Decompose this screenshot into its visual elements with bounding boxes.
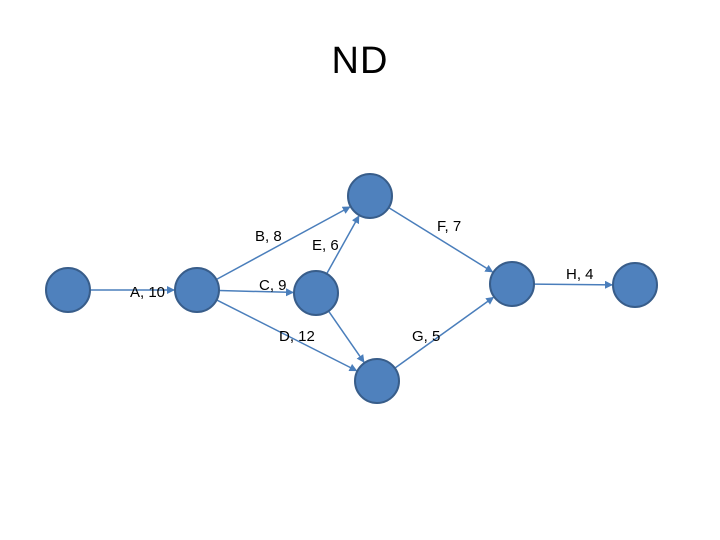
edge-f [388, 206, 494, 273]
diagram-title: ND [331, 40, 389, 82]
activity-label-a: A, 10 [130, 284, 165, 301]
edge-g [394, 296, 495, 369]
activity-label-e: E, 6 [312, 237, 339, 254]
node-n7 [612, 262, 658, 308]
edge-c [218, 288, 295, 297]
edge-d [216, 299, 358, 372]
node-n3 [347, 173, 393, 219]
edge-h [533, 280, 614, 289]
activity-label-f: F, 7 [437, 218, 461, 235]
nodes-group [45, 173, 658, 404]
node-n5 [354, 358, 400, 404]
edge-e [326, 215, 360, 275]
activity-label-b: B, 8 [255, 228, 282, 245]
node-n1 [45, 267, 91, 313]
activity-label-h: H, 4 [566, 266, 594, 283]
node-n4 [293, 270, 339, 316]
activity-label-g: G, 5 [412, 328, 440, 345]
activity-label-d: D, 12 [279, 328, 315, 345]
activity-label-c: C, 9 [259, 277, 287, 294]
edge-b [215, 206, 351, 281]
edge-d2 [327, 310, 365, 363]
node-n2 [174, 267, 220, 313]
edges-group [90, 206, 614, 372]
node-n6 [489, 261, 535, 307]
